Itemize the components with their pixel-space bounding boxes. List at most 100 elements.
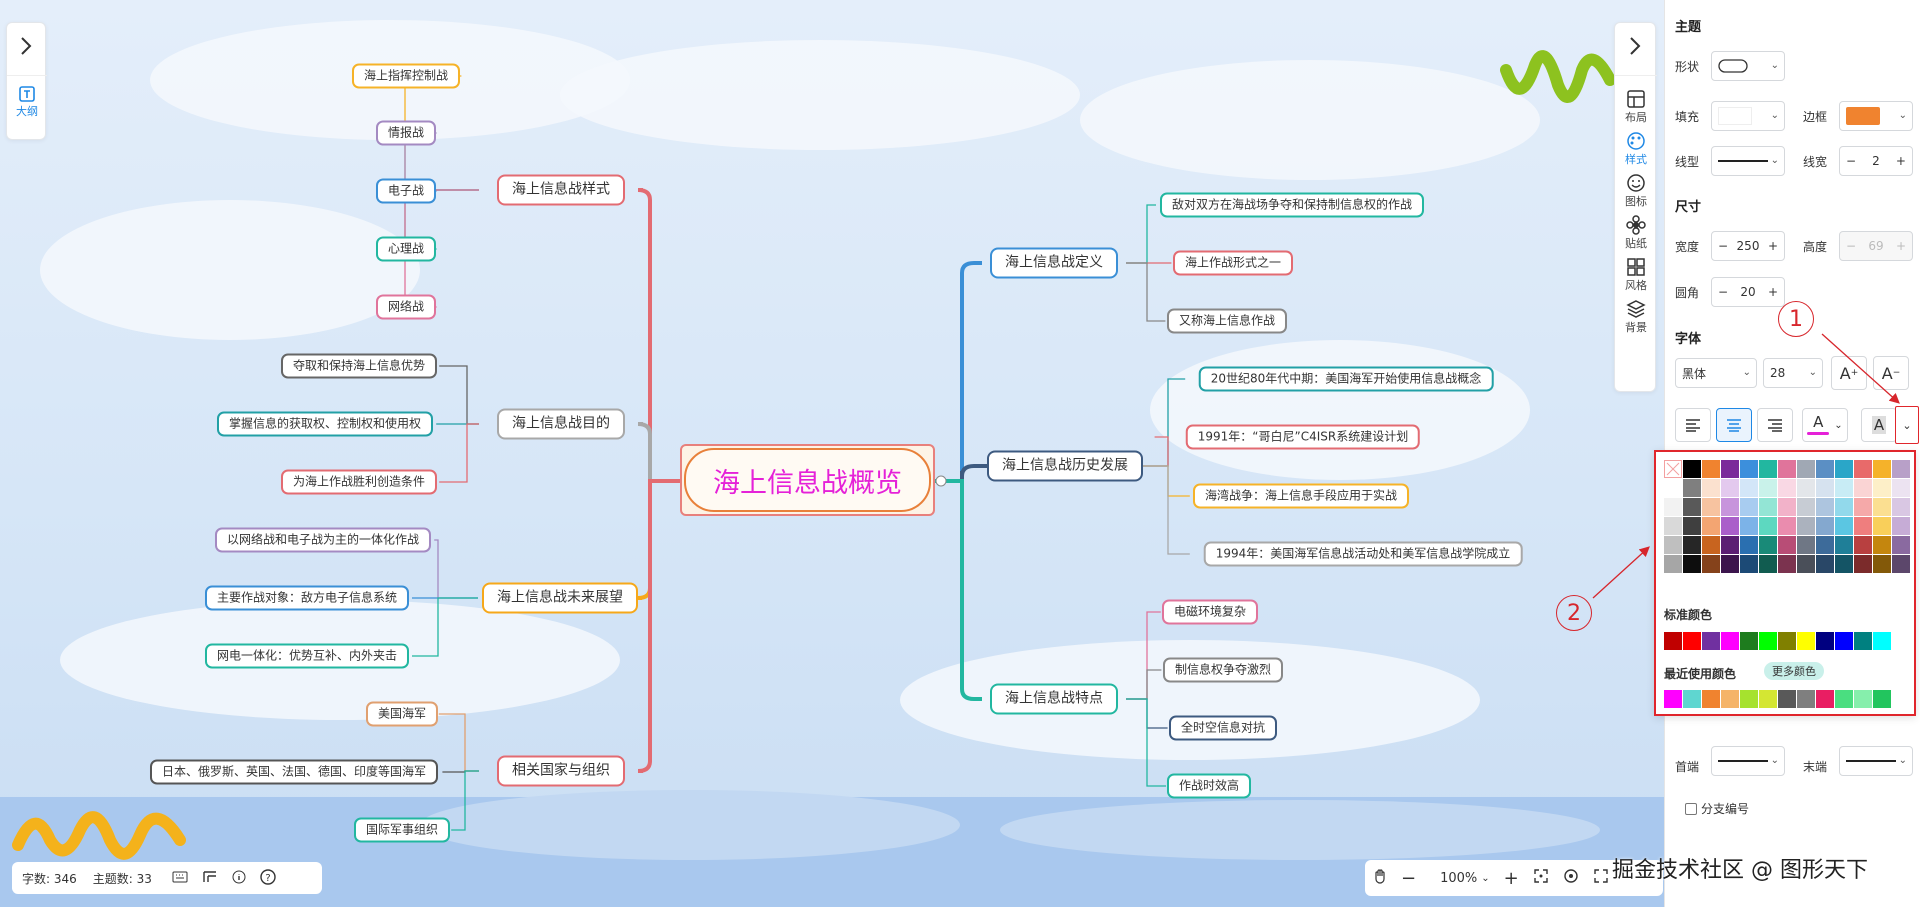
fullscreen-icon[interactable]: [1593, 868, 1609, 888]
color-swatch[interactable]: [1816, 517, 1834, 535]
fill-color-select[interactable]: ⌄: [1711, 101, 1785, 131]
color-swatch[interactable]: [1854, 517, 1872, 535]
color-swatch[interactable]: [1892, 536, 1910, 554]
fit-screen-icon[interactable]: [1533, 868, 1549, 888]
increase-font-button[interactable]: A+: [1831, 356, 1867, 390]
right-subtopic[interactable]: 又称海上信息作战: [1166, 308, 1288, 334]
color-swatch[interactable]: [1664, 536, 1682, 554]
color-swatch[interactable]: [1797, 479, 1815, 497]
left-subtopic[interactable]: 美国海军: [365, 701, 439, 727]
color-swatch[interactable]: [1721, 498, 1739, 516]
color-swatch[interactable]: [1873, 498, 1891, 516]
color-swatch[interactable]: [1740, 479, 1758, 497]
line-type-select[interactable]: ⌄: [1711, 146, 1785, 176]
color-swatch[interactable]: [1778, 536, 1796, 554]
color-swatch[interactable]: [1683, 498, 1701, 516]
color-swatch[interactable]: [1854, 460, 1872, 478]
color-swatch[interactable]: [1759, 536, 1777, 554]
standard-color-swatch[interactable]: [1702, 632, 1720, 650]
recent-color-swatch[interactable]: [1702, 690, 1720, 708]
tool-layout[interactable]: 布局: [1615, 89, 1657, 125]
color-swatch[interactable]: [1740, 498, 1758, 516]
highlight-button[interactable]: A: [1861, 408, 1897, 442]
right-branch-topic[interactable]: 海上信息战历史发展: [987, 450, 1143, 482]
color-swatch[interactable]: [1816, 536, 1834, 554]
font-size-select[interactable]: 28 ⌄: [1763, 358, 1823, 388]
color-swatch[interactable]: [1816, 479, 1834, 497]
recent-color-swatch[interactable]: [1683, 690, 1701, 708]
standard-color-swatch[interactable]: [1664, 632, 1682, 650]
font-family-select[interactable]: 黑体 ⌄: [1675, 358, 1757, 388]
recent-color-swatch[interactable]: [1854, 690, 1872, 708]
right-subtopic[interactable]: 20世纪80年代中期：美国海军开始使用信息战概念: [1198, 366, 1494, 392]
left-subtopic[interactable]: 日本、俄罗斯、英国、法国、德国、印度等国海军: [149, 759, 439, 785]
left-subtopic[interactable]: 网络战: [375, 294, 437, 320]
right-branch-topic[interactable]: 海上信息战定义: [990, 247, 1118, 279]
color-swatch[interactable]: [1816, 555, 1834, 573]
color-swatch[interactable]: [1778, 555, 1796, 573]
color-swatch[interactable]: [1854, 498, 1872, 516]
standard-color-swatch[interactable]: [1835, 632, 1853, 650]
left-subtopic[interactable]: 海上指挥控制战: [351, 63, 461, 89]
color-swatch[interactable]: [1664, 460, 1682, 478]
color-swatch[interactable]: [1892, 498, 1910, 516]
color-swatch[interactable]: [1702, 498, 1720, 516]
color-swatch[interactable]: [1759, 555, 1777, 573]
color-swatch[interactable]: [1759, 517, 1777, 535]
help-icon[interactable]: ?: [260, 868, 276, 888]
color-swatch[interactable]: [1873, 460, 1891, 478]
color-swatch[interactable]: [1740, 517, 1758, 535]
color-swatch[interactable]: [1778, 517, 1796, 535]
color-swatch[interactable]: [1721, 460, 1739, 478]
branch-number-checkbox[interactable]: 分支编号: [1685, 800, 1749, 817]
collapse-panel-icon[interactable]: [1626, 35, 1644, 61]
left-branch-topic[interactable]: 海上信息战目的: [497, 408, 625, 440]
border-color-select[interactable]: ⌄: [1839, 101, 1913, 131]
left-subtopic[interactable]: 网电一体化：优势互补、内外夹击: [204, 643, 410, 669]
right-subtopic[interactable]: 制信息权争夺激烈: [1162, 657, 1284, 683]
left-branch-topic[interactable]: 相关国家与组织: [497, 755, 625, 787]
shape-select[interactable]: ⌄: [1711, 51, 1785, 81]
standard-color-swatch[interactable]: [1816, 632, 1834, 650]
color-swatch[interactable]: [1721, 479, 1739, 497]
recent-color-swatch[interactable]: [1873, 690, 1891, 708]
color-swatch[interactable]: [1873, 555, 1891, 573]
tool-background[interactable]: 背景: [1615, 299, 1657, 335]
tool-sticker[interactable]: 贴纸: [1615, 215, 1657, 251]
color-swatch[interactable]: [1683, 555, 1701, 573]
color-swatch[interactable]: [1816, 498, 1834, 516]
hand-icon[interactable]: [1373, 868, 1387, 888]
tool-theme[interactable]: 风格: [1615, 257, 1657, 293]
left-subtopic[interactable]: 国际军事组织: [353, 817, 451, 843]
color-swatch[interactable]: [1797, 555, 1815, 573]
color-swatch[interactable]: [1740, 536, 1758, 554]
expand-icon[interactable]: [17, 35, 35, 61]
right-subtopic[interactable]: 电磁环境复杂: [1161, 599, 1259, 625]
color-swatch[interactable]: [1664, 498, 1682, 516]
standard-color-swatch[interactable]: [1683, 632, 1701, 650]
line-head-select[interactable]: ⌄: [1711, 746, 1785, 776]
info-icon[interactable]: [232, 870, 246, 887]
font-color-button[interactable]: A ⌄: [1802, 408, 1848, 442]
left-subtopic[interactable]: 掌握信息的获取权、控制权和使用权: [216, 411, 434, 437]
right-subtopic[interactable]: 作战时效高: [1166, 773, 1252, 799]
color-swatch[interactable]: [1816, 460, 1834, 478]
outline-button[interactable]: 大纲: [11, 85, 43, 119]
width-stepper[interactable]: −250+: [1711, 231, 1785, 261]
recent-color-swatch[interactable]: [1740, 690, 1758, 708]
color-swatch[interactable]: [1892, 555, 1910, 573]
color-swatch[interactable]: [1683, 517, 1701, 535]
standard-color-swatch[interactable]: [1759, 632, 1777, 650]
recent-color-swatch[interactable]: [1778, 690, 1796, 708]
standard-color-swatch[interactable]: [1778, 632, 1796, 650]
color-swatch[interactable]: [1854, 555, 1872, 573]
color-swatch[interactable]: [1759, 498, 1777, 516]
right-subtopic[interactable]: 1994年：美国海军信息战活动处和美军信息战学院成立: [1203, 541, 1523, 567]
color-swatch[interactable]: [1873, 517, 1891, 535]
standard-color-swatch[interactable]: [1873, 632, 1891, 650]
color-swatch[interactable]: [1854, 479, 1872, 497]
tool-style[interactable]: 样式: [1615, 131, 1657, 167]
color-swatch[interactable]: [1702, 460, 1720, 478]
color-swatch[interactable]: [1892, 479, 1910, 497]
color-swatch[interactable]: [1664, 479, 1682, 497]
